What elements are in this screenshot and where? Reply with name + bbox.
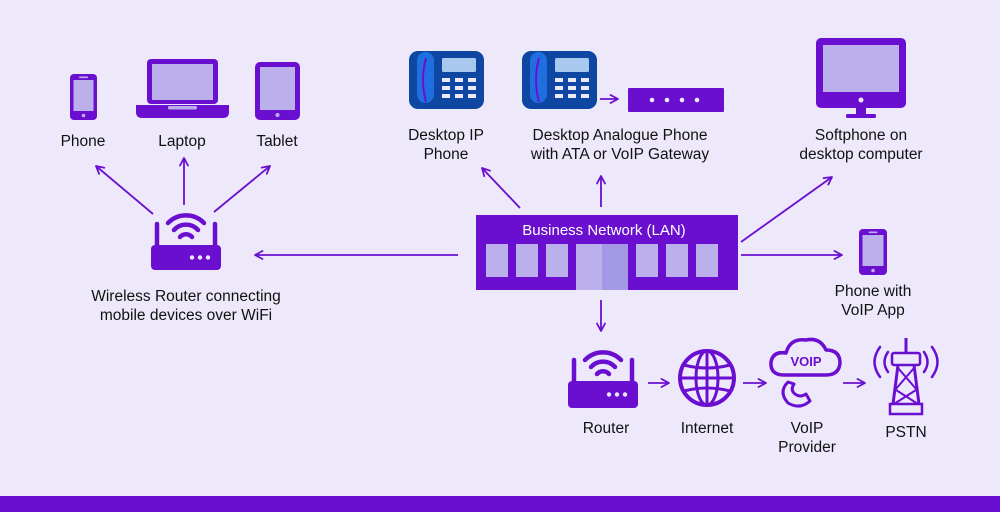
smartphone-icon — [70, 74, 97, 120]
arrow-to-phone — [95, 165, 154, 215]
label-router: Router — [582, 420, 630, 437]
label-wireless-router: Wireless Router connecting mobile device… — [91, 288, 281, 324]
laptop-icon — [136, 59, 229, 118]
desk-phone-icon — [522, 51, 597, 109]
bottom-accent-bar — [0, 496, 1000, 512]
label-pstn: PSTN — [885, 424, 927, 441]
wifi-router-icon — [568, 350, 638, 408]
cell-tower-icon — [873, 338, 939, 416]
voip-cloud-icon — [769, 337, 842, 408]
arrow-to-ip-phone — [481, 167, 521, 209]
wifi-router-icon — [151, 213, 221, 270]
gateway-box-icon — [628, 88, 724, 112]
label-desktop-analogue-phone: Desktop Analogue Phone with ATA or VoIP … — [530, 127, 710, 163]
label-phone-voip-app: Phone with VoIP App — [834, 283, 912, 319]
connector-arrows — [95, 94, 866, 388]
label-tablet: Tablet — [256, 133, 298, 150]
label-voip-provider: VoIP Provider — [778, 420, 836, 456]
label-desktop-ip-phone: Desktop IP Phone — [408, 127, 484, 163]
desk-phone-icon — [409, 51, 484, 109]
voip-cloud-text: VOIP — [790, 354, 821, 369]
label-internet: Internet — [680, 420, 734, 437]
label-phone: Phone — [60, 133, 106, 150]
globe-icon — [678, 349, 736, 407]
label-laptop: Laptop — [158, 133, 206, 150]
arrow-to-tablet — [213, 165, 271, 213]
lan-box — [476, 215, 738, 290]
smartphone-icon — [859, 229, 887, 275]
monitor-icon — [816, 38, 906, 118]
tablet-icon — [255, 62, 300, 120]
label-softphone: Softphone on desktop computer — [799, 127, 923, 163]
arrow-to-softphone — [740, 176, 833, 243]
lan-title: Business Network (LAN) — [522, 222, 685, 239]
